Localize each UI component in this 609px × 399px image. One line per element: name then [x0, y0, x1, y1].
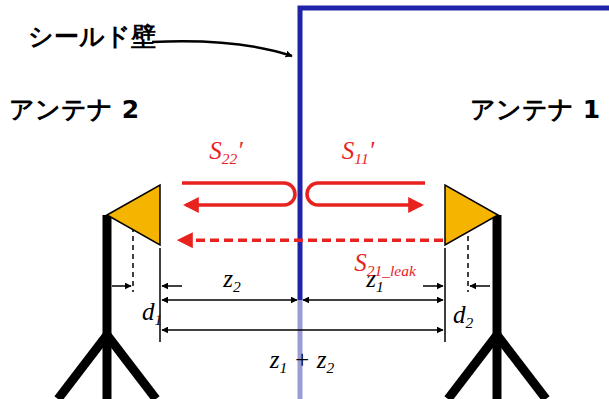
leader-line: [152, 41, 292, 56]
s-parameter: S11′: [342, 137, 374, 167]
dimension: z1 + z2: [270, 346, 334, 376]
shield-wall: [300, 8, 609, 300]
reflection-arrow: [307, 183, 425, 205]
horn-shape: [445, 185, 498, 245]
reflection-arrow: [182, 183, 295, 205]
antenna-name: アンテナ 2: [9, 96, 139, 124]
antenna: アンテナ 1: [445, 185, 498, 245]
dimension: d2: [453, 301, 473, 331]
s-parameter: S22′: [209, 137, 242, 167]
horn-antenna: [445, 185, 498, 245]
antenna-name: アンテナ 1: [470, 96, 600, 124]
antenna-stand: [58, 215, 546, 399]
horn-antenna: [107, 185, 160, 245]
s-parameter: S21_leak: [354, 249, 416, 279]
dimension-lines: [112, 218, 490, 342]
dimension: d1: [142, 298, 162, 328]
leak-arrow: [180, 238, 443, 242]
antenna: アンテナ 2: [107, 185, 160, 245]
horn-shape: [107, 185, 160, 245]
dimension: z2: [223, 265, 240, 295]
wall-name: シールド壁: [28, 23, 156, 51]
